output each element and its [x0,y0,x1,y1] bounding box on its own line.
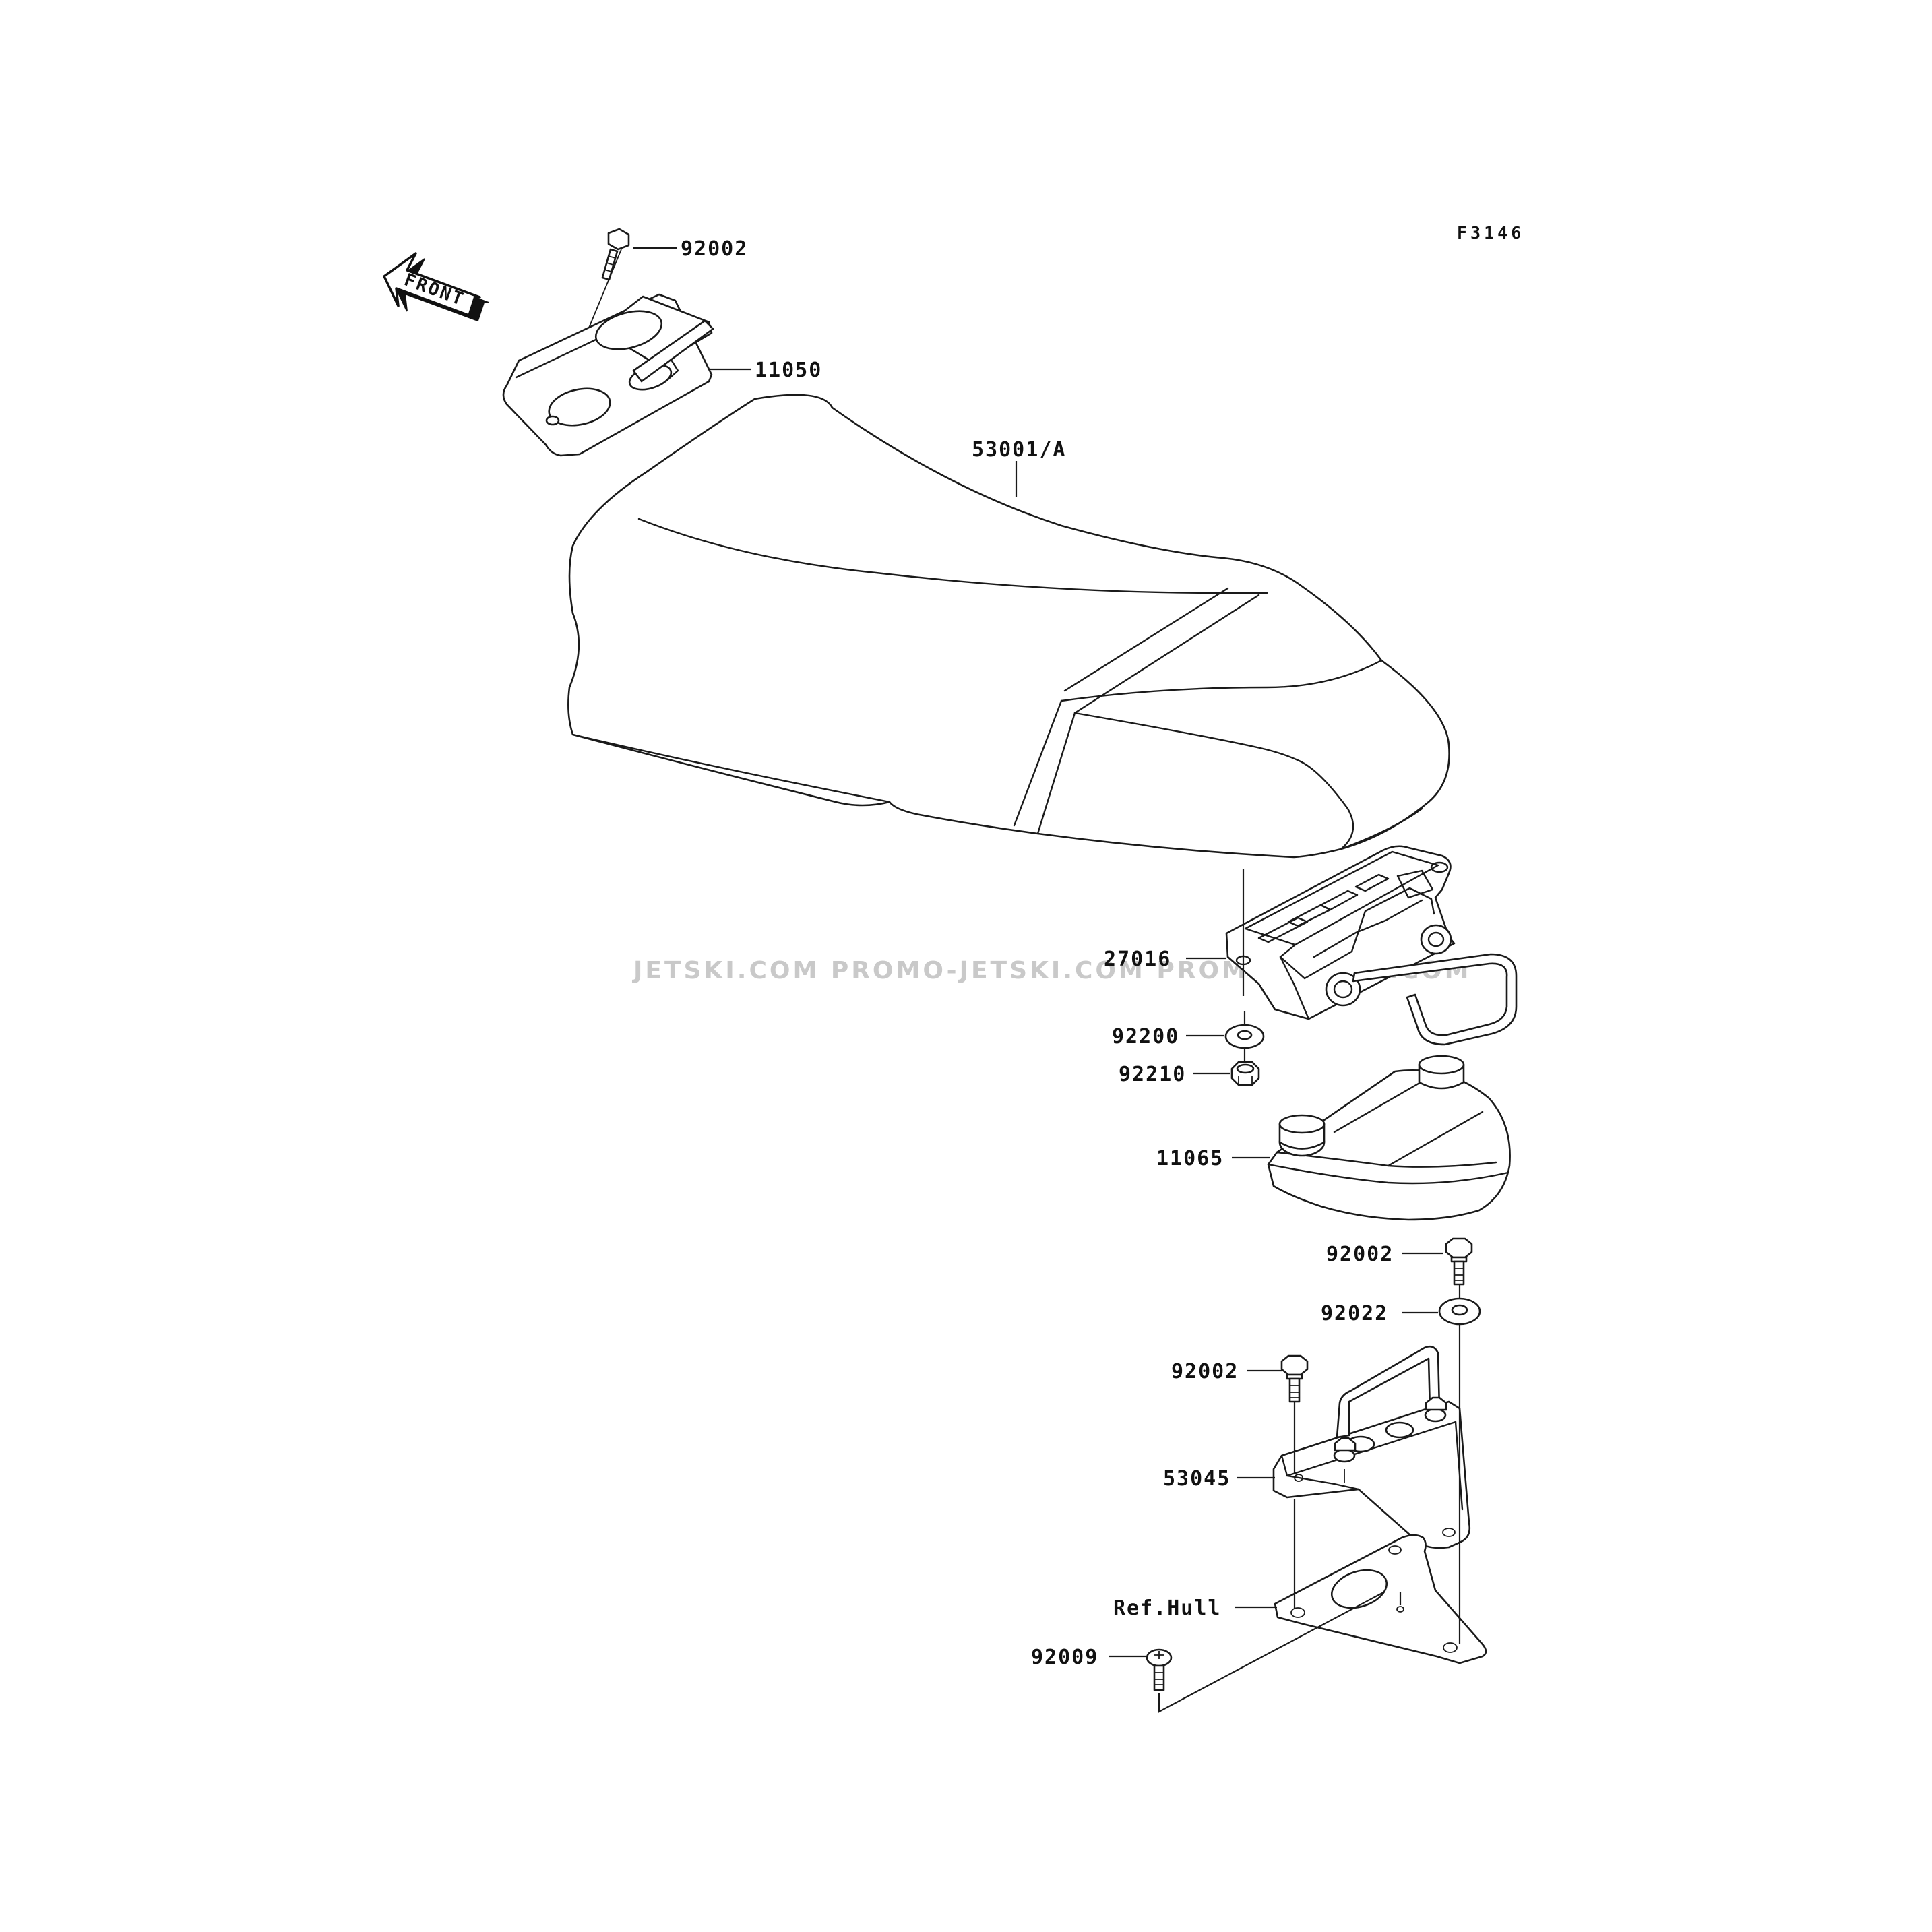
callout-seat-bracket: 11050 [755,359,822,382]
callout-bolt-top: 92002 [681,237,748,261]
leader-lines [633,247,1443,1658]
bolt-mid-icon [1445,1237,1473,1286]
nut-icon [1230,1061,1260,1086]
callout-nut: 92210 [1119,1063,1186,1086]
callout-latch: 27016 [1104,947,1171,971]
seat-icon [567,394,1450,859]
hook-bracket-icon [1272,1345,1471,1549]
assembly-lines [1158,869,1461,1713]
figure-number: F3146 [1457,223,1524,243]
washer-icon [1224,1024,1265,1049]
cover-icon [1267,1055,1511,1221]
hull-plate-icon [1274,1534,1487,1664]
seat-bracket-icon [502,293,714,457]
callout-hull: Ref.Hull [1113,1596,1222,1620]
callout-seat: 53001/A [972,438,1066,462]
bolt-lower-icon [1280,1354,1309,1403]
callout-hook-bracket: 53045 [1163,1467,1230,1491]
callout-cover: 11065 [1156,1147,1224,1171]
latch-icon [1225,845,1518,1046]
front-arrow-icon: FRONT [383,252,489,322]
washer-mid-icon [1438,1297,1481,1326]
screw-icon [1146,1648,1173,1691]
callout-bolt-lower: 92002 [1171,1360,1239,1383]
callout-washer: 92200 [1112,1025,1179,1049]
callout-screw: 92009 [1031,1646,1098,1669]
callout-bolt-mid: 92002 [1326,1243,1394,1266]
callout-washer-mid: 92022 [1321,1302,1388,1326]
